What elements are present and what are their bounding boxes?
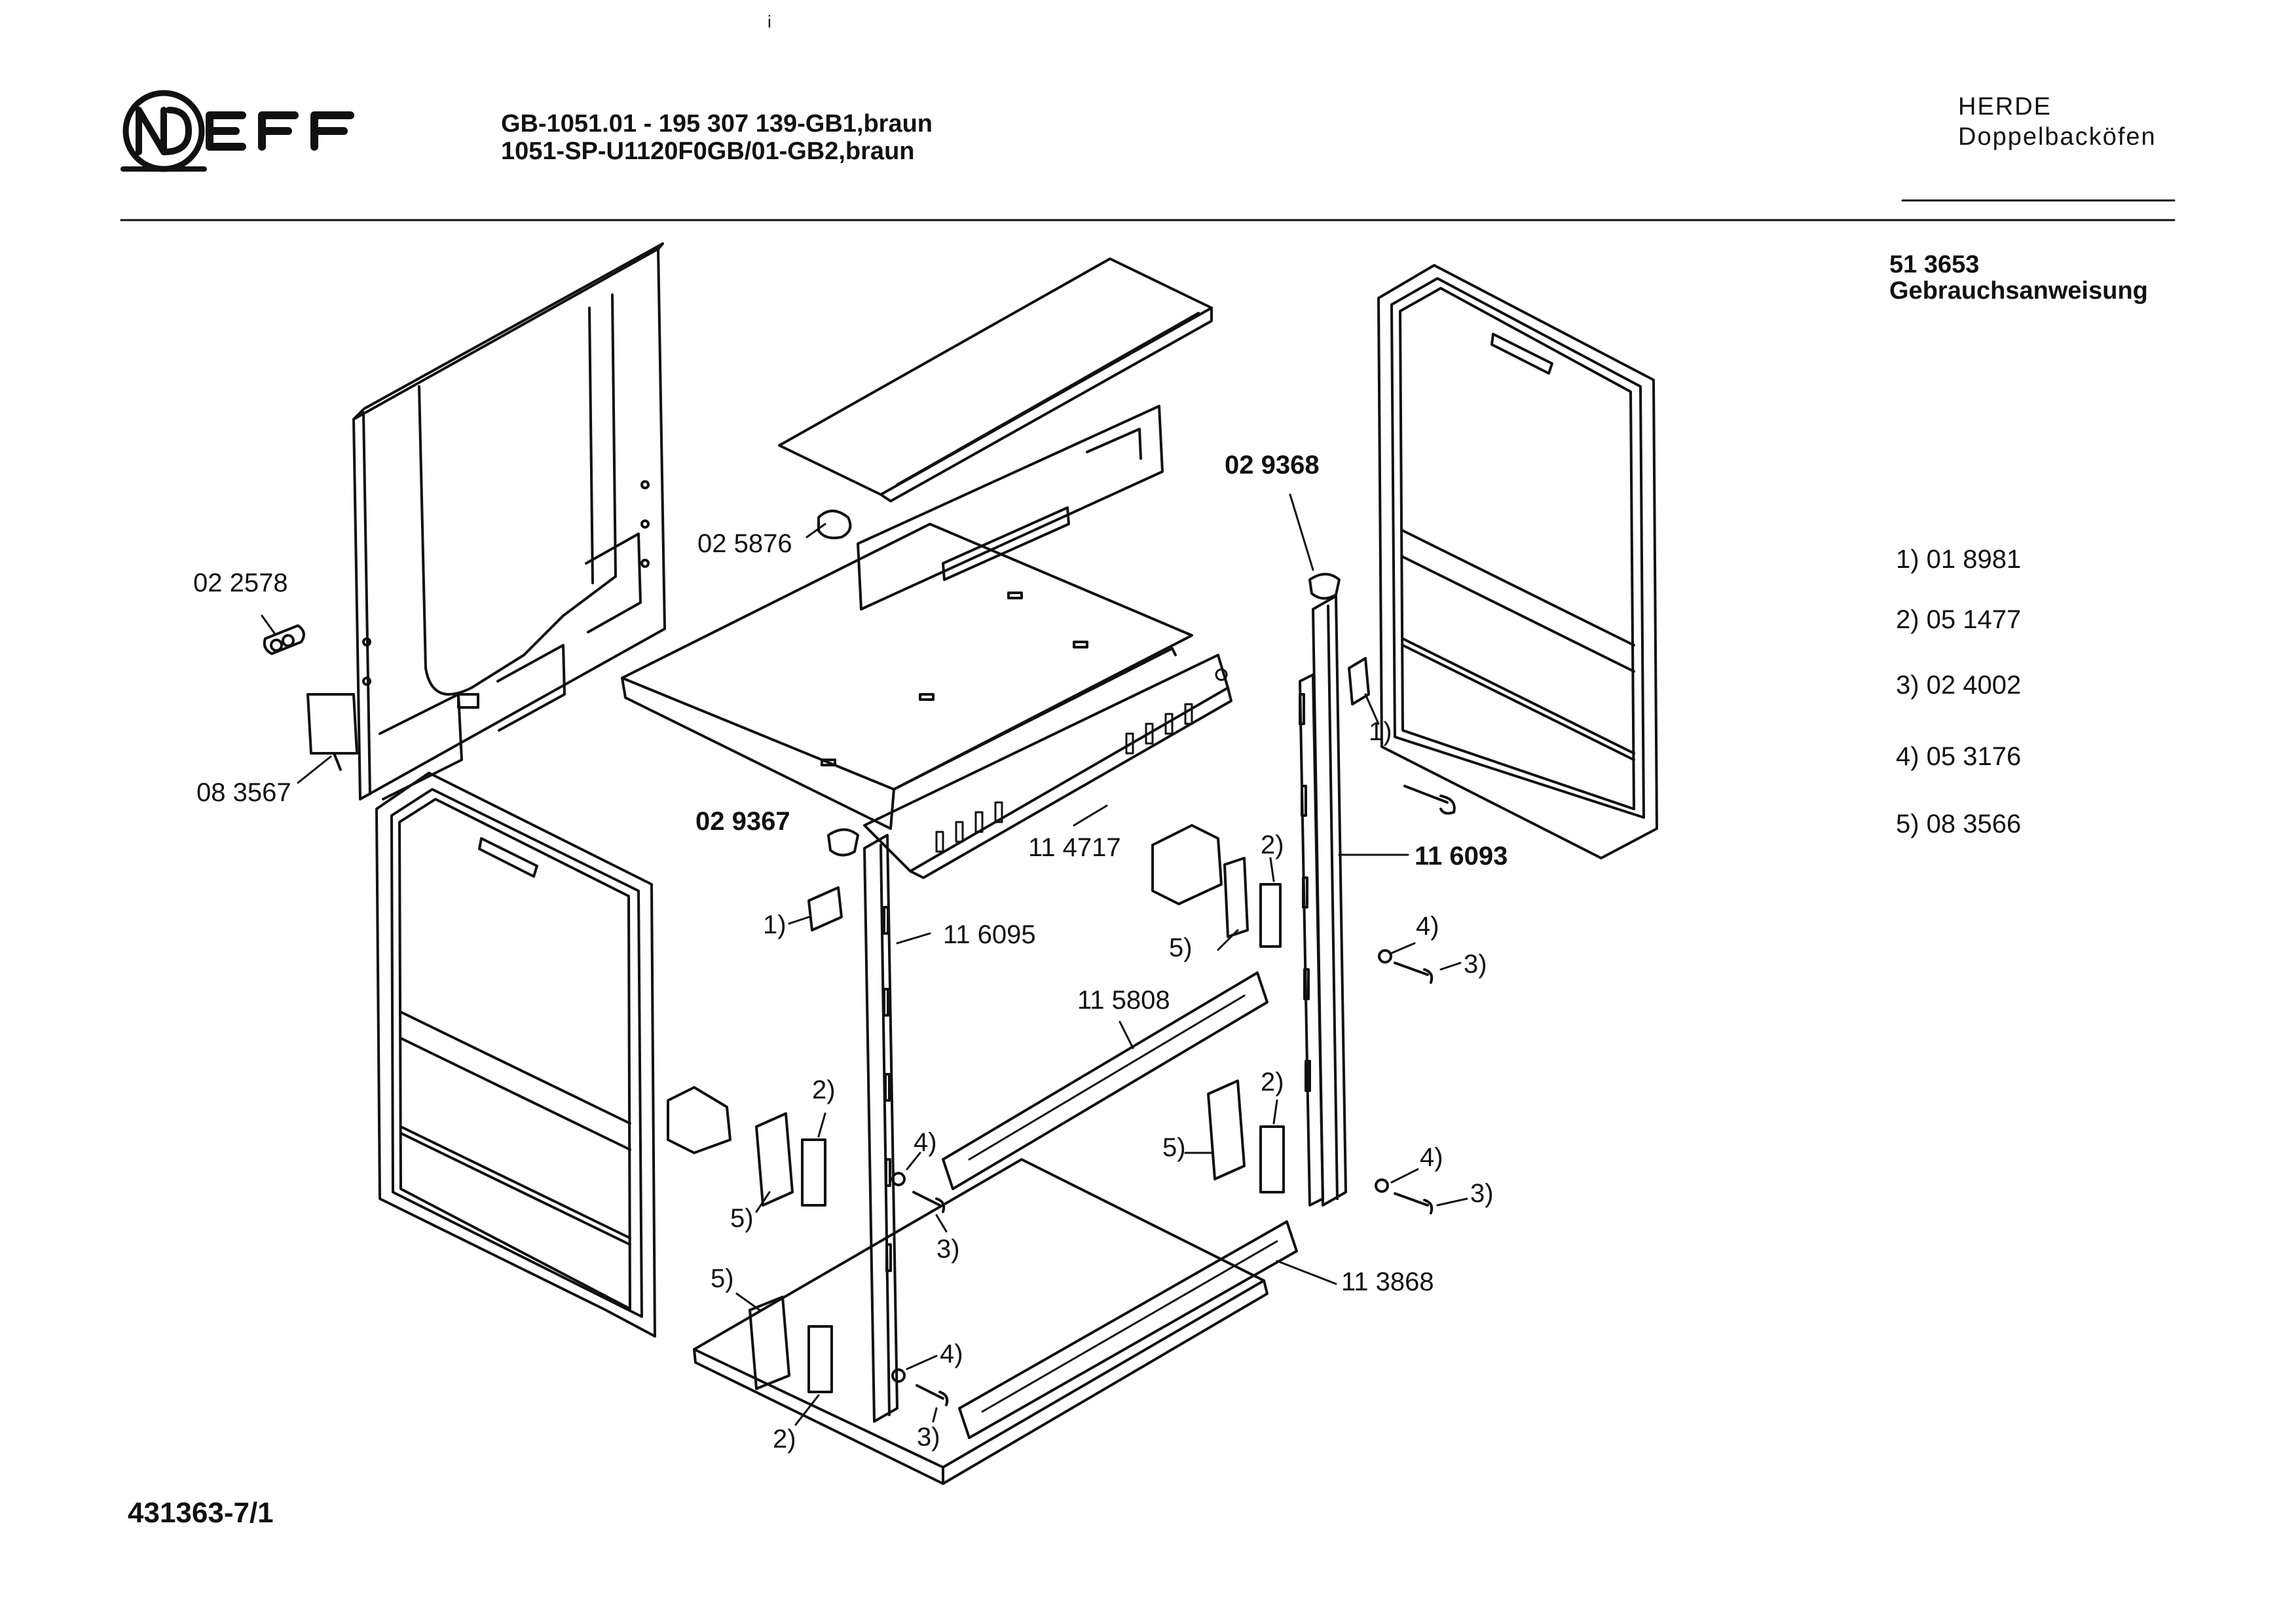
callout-5-hinge4: 5) — [711, 1264, 734, 1293]
rail-114717 — [863, 654, 1232, 879]
callout-4-screw1: 4) — [1416, 912, 1439, 941]
top-sheet — [621, 523, 1193, 830]
part-label-083567: 08 3567 — [196, 778, 291, 807]
leader-3-screw2 — [1436, 1197, 1468, 1207]
door-front-left — [375, 772, 656, 1338]
leader-025876 — [805, 523, 826, 538]
part-label-022578: 02 2578 — [193, 569, 288, 597]
leader-1-right — [1364, 693, 1380, 725]
leader-029368 — [1289, 493, 1314, 571]
screw-right-top — [1403, 785, 1456, 815]
callout-2-hinge4: 2) — [773, 1425, 796, 1454]
part-label-029368: 02 9368 — [1225, 451, 1320, 479]
screw-set-left-upper — [891, 1172, 946, 1213]
leader-5-hinge2 — [755, 1191, 771, 1213]
leader-114717 — [1073, 804, 1108, 827]
leader-2-hinge1 — [1269, 857, 1275, 882]
callout-5-hinge3: 5) — [1162, 1133, 1186, 1162]
top-cover — [778, 257, 1213, 502]
bottom-frame — [693, 1158, 1268, 1485]
leader-4-screw2 — [1390, 1168, 1419, 1184]
post-116093 — [1299, 595, 1347, 1207]
part-label-113868: 11 3868 — [1341, 1267, 1434, 1296]
callout-1-left: 1) — [763, 910, 787, 939]
part-label-025876: 02 5876 — [697, 529, 792, 558]
callout-3-screw3: 3) — [936, 1235, 960, 1264]
callout-5-hinge2: 5) — [730, 1204, 754, 1233]
control-strip — [857, 405, 1164, 610]
part-label-116095: 11 6095 — [943, 920, 1036, 949]
callout-1-right: 1) — [1369, 717, 1392, 746]
leader-3-screw1 — [1439, 962, 1462, 971]
hinge-group-4 — [749, 1296, 833, 1393]
screw-set-right-upper — [1378, 949, 1434, 984]
legend-item-5: 5) 08 3566 — [1896, 810, 2022, 838]
hinge-group-3 — [1207, 1079, 1285, 1193]
callout-4-screw2: 4) — [1420, 1143, 1443, 1172]
bracket-083567 — [306, 693, 358, 771]
post-116095 — [863, 834, 898, 1423]
leader-2-hinge2 — [817, 1112, 826, 1138]
info-number: 51 3653 — [1889, 251, 1980, 278]
part-label-114717: 11 4717 — [1028, 833, 1121, 862]
neff-logo — [120, 90, 354, 172]
hinge-group-1 — [1151, 824, 1282, 948]
callout-3-screw4: 3) — [917, 1423, 940, 1452]
leader-022578 — [261, 614, 276, 635]
legend-item-1: 1) 01 8981 — [1896, 545, 2022, 574]
part-label-029367: 02 9367 — [695, 807, 790, 836]
info-label: Gebrauchsanweisung — [1889, 277, 2148, 305]
callout-2-hinge2: 2) — [812, 1076, 836, 1104]
cap-029368 — [1308, 572, 1341, 600]
leader-083567 — [297, 755, 332, 784]
leader-115808 — [1119, 1021, 1134, 1049]
hinge-group-2 — [667, 1086, 826, 1207]
side-panel-back — [352, 242, 666, 800]
callout-3-screw2: 3) — [1470, 1179, 1494, 1208]
bracket-1-left — [807, 886, 843, 931]
document-id: 431363-7/1 — [128, 1497, 274, 1529]
callout-2-hinge3: 2) — [1261, 1068, 1284, 1097]
leader-4-screw1 — [1390, 942, 1416, 954]
category-line1: HERDE — [1958, 93, 2052, 121]
legend-item-3: 3) 02 4002 — [1896, 671, 2022, 700]
rail-113868 — [958, 1220, 1298, 1439]
part-label-115808: 11 5808 — [1077, 986, 1170, 1015]
leader-5-hinge4 — [735, 1292, 761, 1311]
header-line1: GB-1051.01 - 195 307 139-GB1,braun — [501, 110, 933, 138]
part-label-116093: 11 6093 — [1415, 842, 1508, 871]
callout-3-screw1: 3) — [1464, 950, 1487, 979]
callout-4-screw4: 4) — [940, 1340, 963, 1368]
callout-4-screw3: 4) — [914, 1128, 937, 1157]
ring-025876 — [817, 510, 852, 540]
leader-1-left — [788, 916, 810, 925]
leader-2-hinge4 — [794, 1394, 820, 1426]
leader-4-screw4 — [906, 1355, 938, 1370]
legend-item-2: 2) 05 1477 — [1896, 605, 2022, 634]
callout-2-hinge1: 2) — [1261, 831, 1284, 859]
leader-3-screw4 — [932, 1407, 938, 1423]
screw-set-right-lower — [1375, 1178, 1434, 1214]
leader-5-hinge1 — [1217, 929, 1239, 951]
leader-2-hinge3 — [1272, 1099, 1278, 1125]
cap-029367 — [827, 828, 859, 857]
header-line2: 1051-SP-U1120F0GB/01-GB2,braun — [501, 138, 915, 165]
leader-113868 — [1276, 1260, 1337, 1285]
rail-115808 — [942, 971, 1268, 1190]
leader-4-screw3 — [906, 1152, 921, 1171]
top-mark: i — [768, 12, 771, 31]
legend-item-4: 4) 05 3176 — [1896, 742, 2022, 771]
callout-5-hinge1: 5) — [1169, 933, 1193, 962]
door-right — [1377, 264, 1658, 859]
screw-set-left-lower — [891, 1368, 949, 1406]
leader-116095 — [896, 932, 931, 945]
leader-3-screw3 — [935, 1214, 948, 1233]
category-line2: Doppelbacköfen — [1958, 123, 2157, 151]
clip-part — [263, 624, 305, 655]
bracket-1-right — [1348, 657, 1370, 705]
